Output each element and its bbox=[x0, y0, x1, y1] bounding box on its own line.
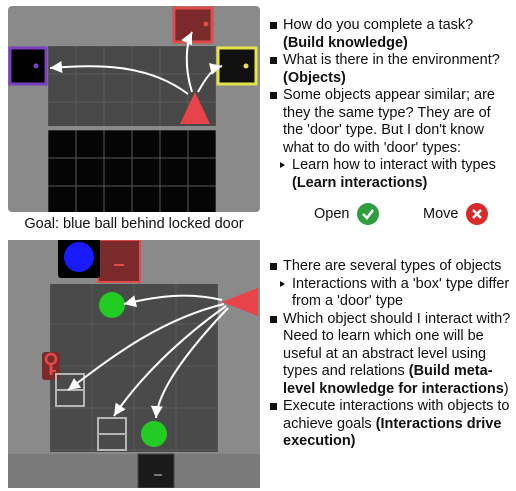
bullet-which-object: Which object should I interact with? Nee… bbox=[270, 311, 514, 399]
arrow-to-purple-door bbox=[49, 61, 189, 95]
bottom-bullets: There are several types of objects Inter… bbox=[270, 258, 514, 451]
bullet-task: How do you complete a task?(Build knowle… bbox=[270, 17, 514, 52]
agent-triangle bbox=[180, 92, 210, 124]
arrow-to-red-door bbox=[181, 31, 193, 93]
arrow-to-green-ball-bottom bbox=[150, 307, 229, 419]
arrow-to-box-left bbox=[67, 303, 225, 391]
red-door bbox=[97, 240, 141, 283]
green-ball bbox=[99, 292, 125, 318]
agent-triangle bbox=[222, 288, 258, 316]
box-left bbox=[55, 373, 85, 407]
cross-icon bbox=[466, 203, 489, 225]
goal-caption: Goal: blue ball behind locked door bbox=[24, 216, 244, 232]
bullet-execute: Execute interactions with objects to ach… bbox=[270, 398, 514, 451]
yellow-door bbox=[216, 46, 258, 86]
red-key-icon bbox=[42, 352, 60, 380]
bullet-types: Some objects appear similar; are they th… bbox=[270, 87, 514, 157]
open-action: Open bbox=[314, 203, 380, 225]
arrow-to-box-bottom bbox=[113, 305, 227, 417]
check-icon bbox=[357, 203, 380, 225]
bottom-gridworld bbox=[8, 240, 260, 488]
sub-bullet-learn: Learn how to interact with types(Learn i… bbox=[270, 157, 514, 192]
red-door bbox=[172, 6, 214, 44]
top-grid-panel bbox=[8, 6, 260, 212]
top-bullets: How do you complete a task?(Build knowle… bbox=[270, 17, 514, 192]
green-ball bbox=[141, 421, 167, 447]
bullet-environment: What is there in the environment?(Object… bbox=[270, 52, 514, 87]
sub-bullet-box: Interactions with a 'box' type differ fr… bbox=[270, 276, 514, 311]
move-action: Move bbox=[423, 203, 489, 225]
top-gridworld bbox=[8, 6, 260, 212]
blue-ball-inset bbox=[58, 240, 100, 278]
purple-door bbox=[8, 46, 48, 86]
arrow-to-green-ball bbox=[123, 294, 223, 308]
bottom-grid-panel bbox=[8, 240, 260, 488]
bullet-object-types: There are several types of objects bbox=[270, 258, 514, 276]
grey-door bbox=[137, 453, 175, 488]
box-bottom bbox=[97, 417, 127, 451]
arrow-to-yellow-door bbox=[197, 63, 223, 93]
